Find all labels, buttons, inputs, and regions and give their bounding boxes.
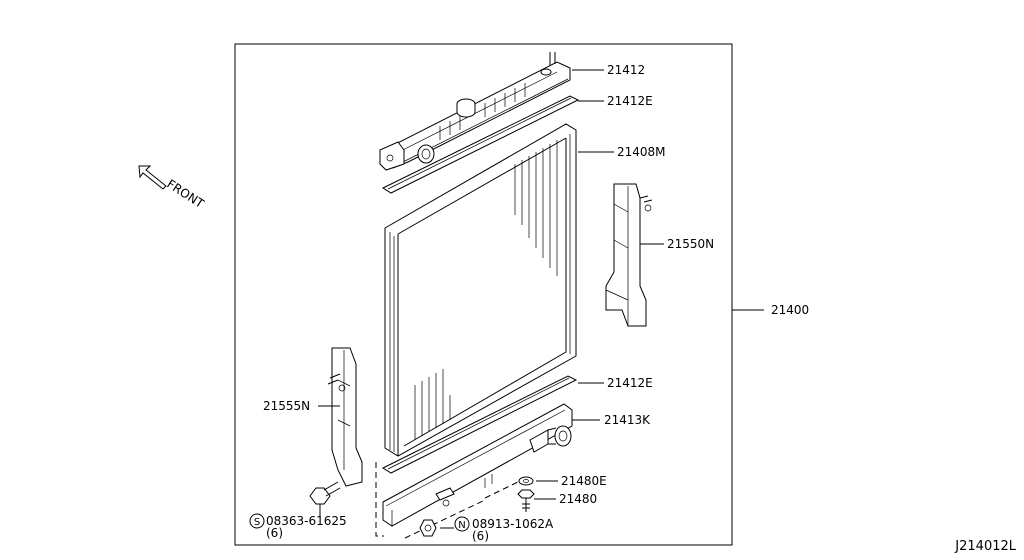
upper-seal — [381, 95, 580, 194]
assembly-frame — [234, 43, 733, 546]
callout-21550N: 21550N — [667, 237, 714, 251]
lower-seal — [381, 375, 578, 474]
callout-21480E: 21480E — [561, 474, 607, 488]
callout-21413K: 21413K — [604, 413, 651, 427]
install-guide-right — [404, 479, 523, 539]
n-part-number: 08913-1062A — [472, 517, 554, 531]
s-symbol-circle — [249, 513, 265, 529]
callout-21400: 21400 — [771, 303, 809, 317]
callout-21408M: 21408M — [617, 145, 666, 159]
drain-plug-21480 — [517, 489, 535, 512]
s-part-number: 08363-61625 — [266, 514, 347, 528]
install-guide-left — [375, 462, 384, 537]
s-symbol: S — [254, 517, 260, 528]
front-label: FRONT — [164, 177, 207, 211]
callout-21480: 21480 — [559, 492, 597, 506]
left-bracket — [327, 347, 363, 487]
upper-tank — [379, 52, 571, 171]
n-symbol-circle — [454, 516, 470, 532]
callout-21412E-bottom: 21412E — [607, 376, 653, 390]
radiator-core — [384, 123, 577, 457]
right-bracket — [605, 183, 653, 327]
washer-21480E — [518, 476, 534, 486]
n-quantity: (6) — [472, 529, 489, 543]
callout-21555N: 21555N — [263, 399, 310, 413]
leader-lines — [318, 69, 764, 529]
diagram-code: J214012L — [954, 539, 1016, 554]
callout-21412E-top: 21412E — [607, 94, 653, 108]
nut-08913 — [419, 519, 437, 537]
bolt-08363 — [309, 481, 341, 516]
s-quantity: (6) — [266, 526, 283, 540]
callout-21412: 21412 — [607, 63, 645, 77]
front-arrow-icon — [138, 165, 167, 190]
lower-tank — [382, 403, 573, 527]
n-symbol: N — [458, 520, 465, 531]
